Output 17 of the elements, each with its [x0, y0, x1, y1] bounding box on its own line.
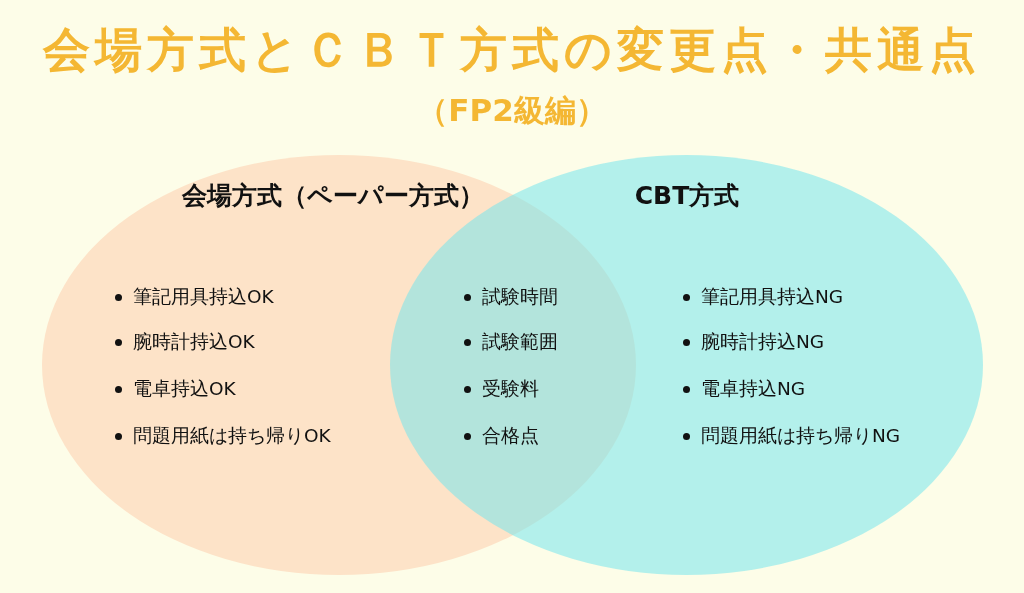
list-item: 筆記用具持込NG	[701, 285, 844, 309]
venn-ellipse	[42, 155, 636, 575]
list-item: 問題用紙は持ち帰りNG	[701, 424, 901, 448]
list-item: 問題用紙は持ち帰りOK	[133, 424, 331, 448]
list-item: 腕時計持込NG	[701, 330, 825, 354]
title: 会場方式とＣＢＴ方式の変更点・共通点	[43, 24, 981, 76]
subtitle: （FP2級編）	[417, 92, 607, 130]
list-item: 筆記用具持込OK	[133, 285, 274, 309]
list-item: 受験料	[482, 377, 539, 401]
set-heading: CBT方式	[634, 181, 740, 211]
set-heading: 会場方式（ペーパー方式）	[182, 181, 484, 211]
list-item: 腕時計持込OK	[133, 330, 255, 354]
list-item: 試験時間	[482, 285, 558, 309]
list-item: 試験範囲	[482, 330, 558, 354]
list-item: 電卓持込OK	[133, 377, 236, 401]
list-item: 合格点	[482, 424, 539, 448]
list-item: 電卓持込NG	[701, 377, 806, 401]
